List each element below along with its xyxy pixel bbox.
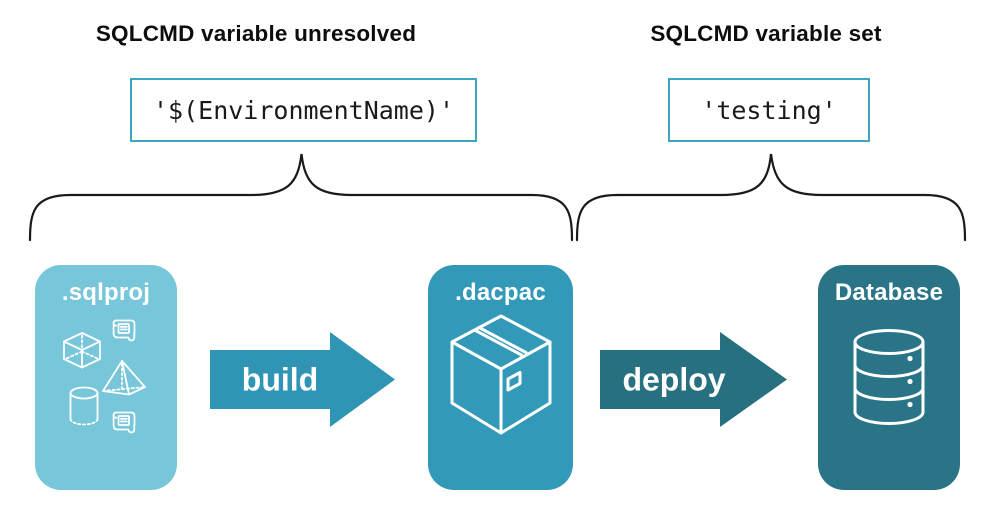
node-database-label: Database	[834, 279, 944, 306]
left-brace-icon	[28, 153, 574, 242]
node-dacpac: .dacpac	[428, 265, 573, 490]
node-database: Database	[818, 265, 960, 490]
build-arrow-polygon	[210, 332, 395, 427]
script-scroll-icon	[112, 411, 136, 434]
deploy-arrow: deploy	[600, 332, 787, 427]
package-box-icon	[450, 314, 551, 435]
node-sqlproj-label: .sqlproj	[61, 279, 151, 306]
deploy-arrow-label: deploy	[622, 361, 726, 397]
code-box-unresolved: '$(EnvironmentName)'	[130, 78, 477, 142]
build-arrow-shape	[210, 332, 395, 427]
script-scroll-icon	[112, 319, 136, 342]
pyramid-icon	[102, 360, 146, 396]
database-cylinder-icon	[853, 329, 925, 425]
cube-icon	[63, 332, 101, 369]
deploy-arrow-polygon	[600, 332, 787, 427]
node-sqlproj: .sqlproj	[35, 265, 177, 490]
build-arrow-label: build	[241, 361, 319, 397]
cylinder-icon	[69, 386, 99, 426]
code-text-set: 'testing'	[701, 95, 837, 125]
right-brace-icon	[575, 153, 967, 242]
node-dacpac-label: .dacpac	[455, 279, 546, 306]
code-box-set: 'testing'	[668, 78, 870, 142]
heading-unresolved: SQLCMD variable unresolved	[95, 21, 417, 46]
deploy-arrow-shape	[600, 332, 787, 427]
build-arrow: build	[210, 332, 395, 427]
sql-objects-icon	[63, 319, 146, 434]
heading-set: SQLCMD variable set	[650, 21, 882, 46]
code-text-unresolved: '$(EnvironmentName)'	[152, 95, 455, 125]
